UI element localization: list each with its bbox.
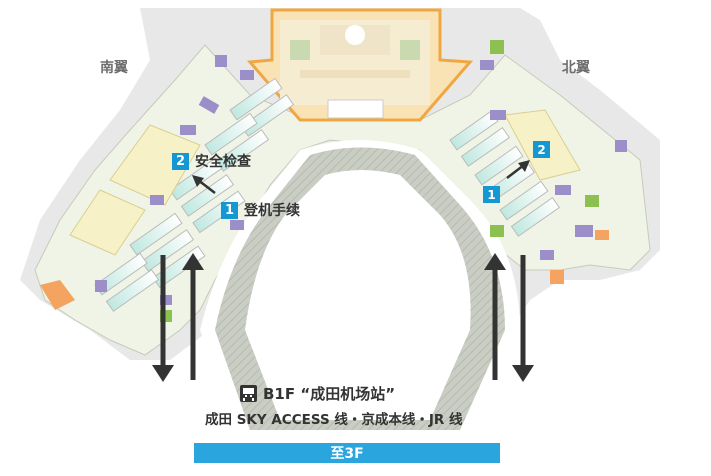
north-step-arrow <box>506 160 530 179</box>
route-arrow-south-up <box>182 253 204 380</box>
curbside-road <box>200 140 520 440</box>
route-arrow-south-down <box>152 255 174 382</box>
south-step-arrow <box>192 175 216 194</box>
security-step-label: 安全检查 <box>195 154 251 170</box>
station-title: B1F “成田机场站” <box>263 385 396 403</box>
checkin-step-label: 登机手续 <box>244 203 300 219</box>
train-icon <box>240 385 257 402</box>
station-lines: 成田 SKY ACCESS 线・京成本线・JR 线 <box>205 412 463 428</box>
checkin-step: 1 登机手续 <box>221 200 300 220</box>
central-shopping-zone <box>246 8 474 122</box>
svg-text:1: 1 <box>487 188 495 202</box>
station-title-row: B1F “成田机场站” <box>240 383 395 404</box>
to-3f-button[interactable]: 至3F <box>194 443 500 463</box>
north-wing-label: 北翼 <box>562 60 590 76</box>
security-step: 2 安全检查 <box>172 151 251 171</box>
facility-blocks <box>40 40 627 322</box>
checkin-step-badge: 1 <box>221 201 238 219</box>
security-step-badge: 2 <box>172 152 189 170</box>
north-checkin-badge: 1 <box>483 186 500 203</box>
south-wing-label: 南翼 <box>100 60 128 76</box>
route-arrow-north-up <box>484 253 506 380</box>
route-arrow-north-down <box>512 255 534 382</box>
svg-text:2: 2 <box>537 143 545 157</box>
north-security-badge: 2 <box>533 141 550 158</box>
south-checkin-counters <box>94 77 295 312</box>
south-security-zone <box>69 124 201 256</box>
